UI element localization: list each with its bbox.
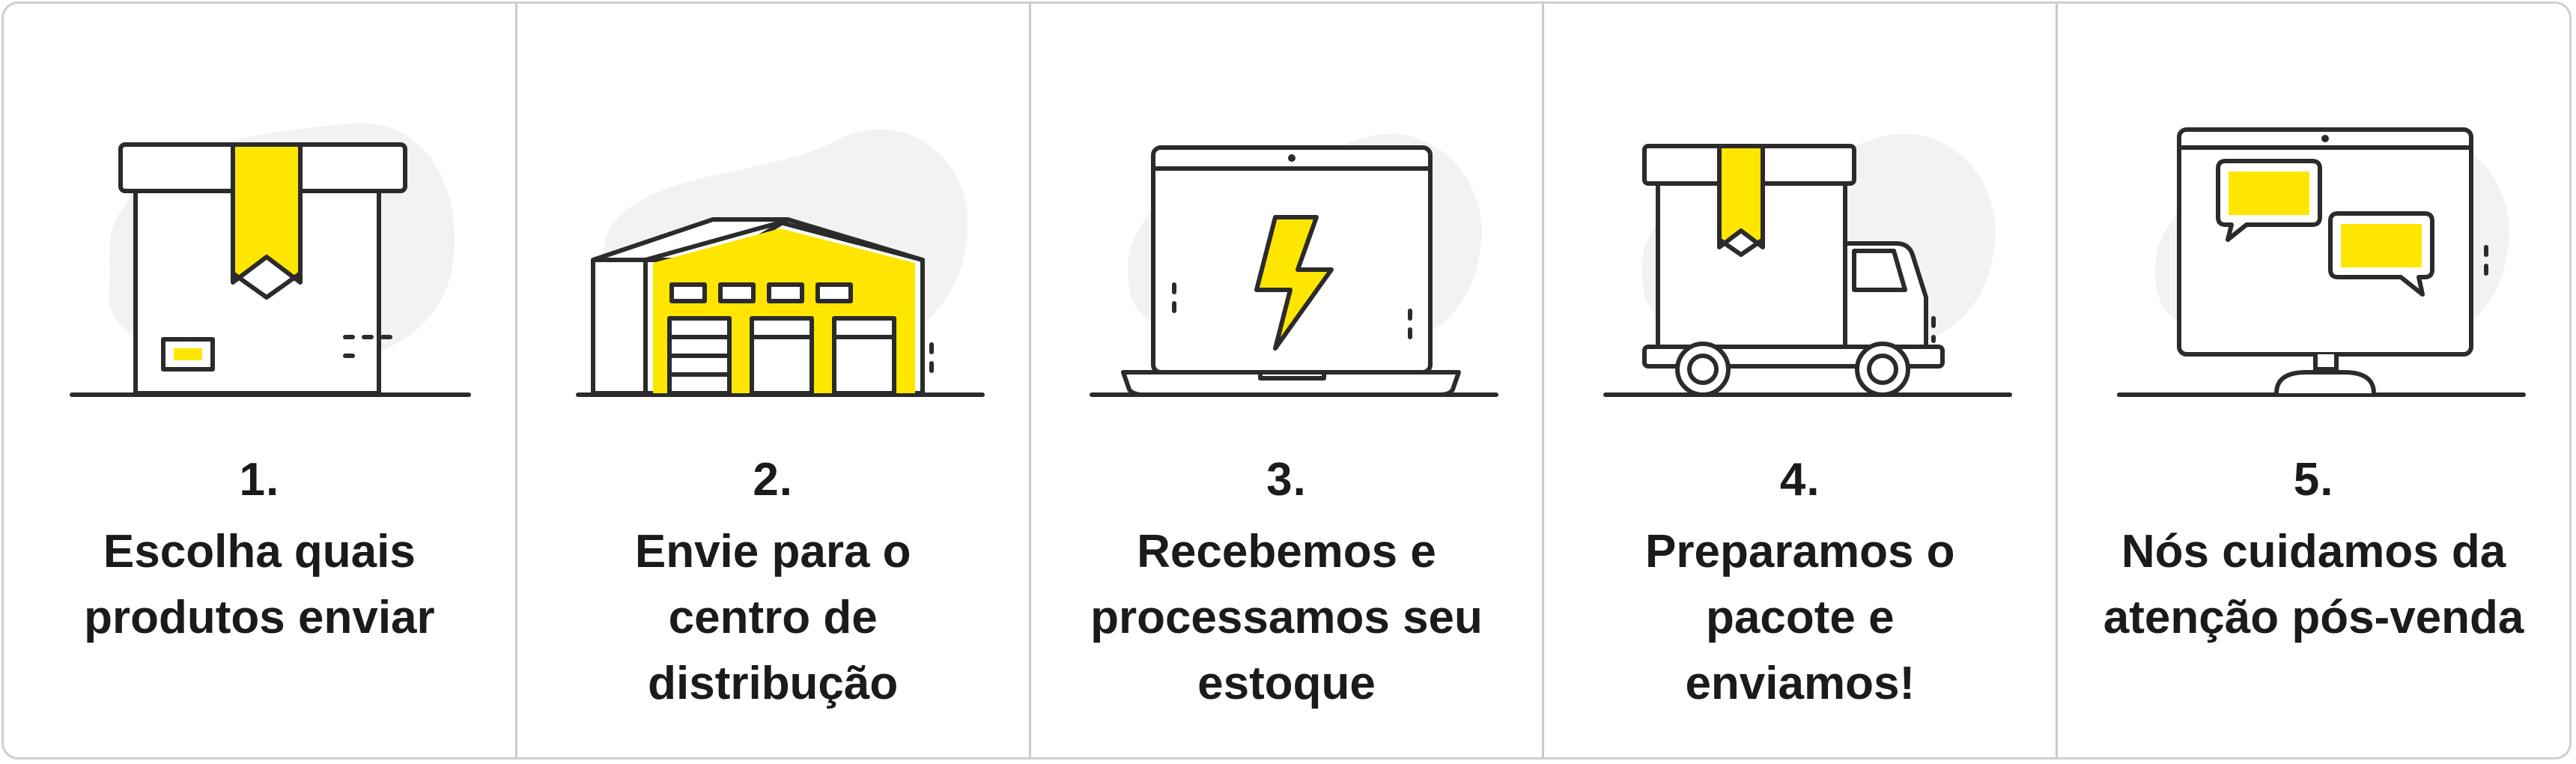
box-icon bbox=[70, 123, 472, 397]
step-4-illustration bbox=[1544, 94, 2056, 408]
laptop-lightning-icon bbox=[1089, 133, 1498, 397]
step-1: 1. Escolha quais produtos enviar bbox=[4, 4, 517, 757]
monitor-chat-icon bbox=[2116, 127, 2526, 397]
step-2-illustration bbox=[517, 94, 1029, 408]
step-1-label: Escolha quais produtos enviar bbox=[84, 526, 435, 643]
step-5: 5. Nós cuidamos da atenção pós-venda bbox=[2058, 4, 2569, 757]
step-5-label: Nós cuidamos da atenção pós-venda bbox=[2103, 526, 2524, 643]
step-4: 4. Preparamos o pacote e enviamos! bbox=[1544, 4, 2059, 757]
step-5-illustration bbox=[2058, 94, 2569, 408]
step-3-illustration bbox=[1031, 94, 1543, 408]
delivery-truck-icon bbox=[1603, 133, 2012, 397]
step-1-illustration bbox=[4, 94, 515, 408]
step-4-number: 4. bbox=[1779, 454, 1820, 506]
step-2: 2. Envie para o centro de distribução bbox=[517, 4, 1031, 757]
step-3-number: 3. bbox=[1266, 454, 1307, 506]
step-2-label: Envie para o centro de distribução bbox=[634, 526, 911, 709]
step-2-number: 2. bbox=[753, 454, 794, 506]
step-3-label: Recebemos e processamos seu estoque bbox=[1090, 526, 1483, 709]
step-3: 3. Recebemos e processamos seu estoque bbox=[1031, 4, 1545, 757]
step-1-number: 1. bbox=[239, 454, 280, 506]
step-5-number: 5. bbox=[2293, 454, 2334, 506]
step-4-label: Preparamos o pacote e enviamos! bbox=[1645, 526, 1955, 709]
warehouse-icon bbox=[576, 129, 985, 397]
